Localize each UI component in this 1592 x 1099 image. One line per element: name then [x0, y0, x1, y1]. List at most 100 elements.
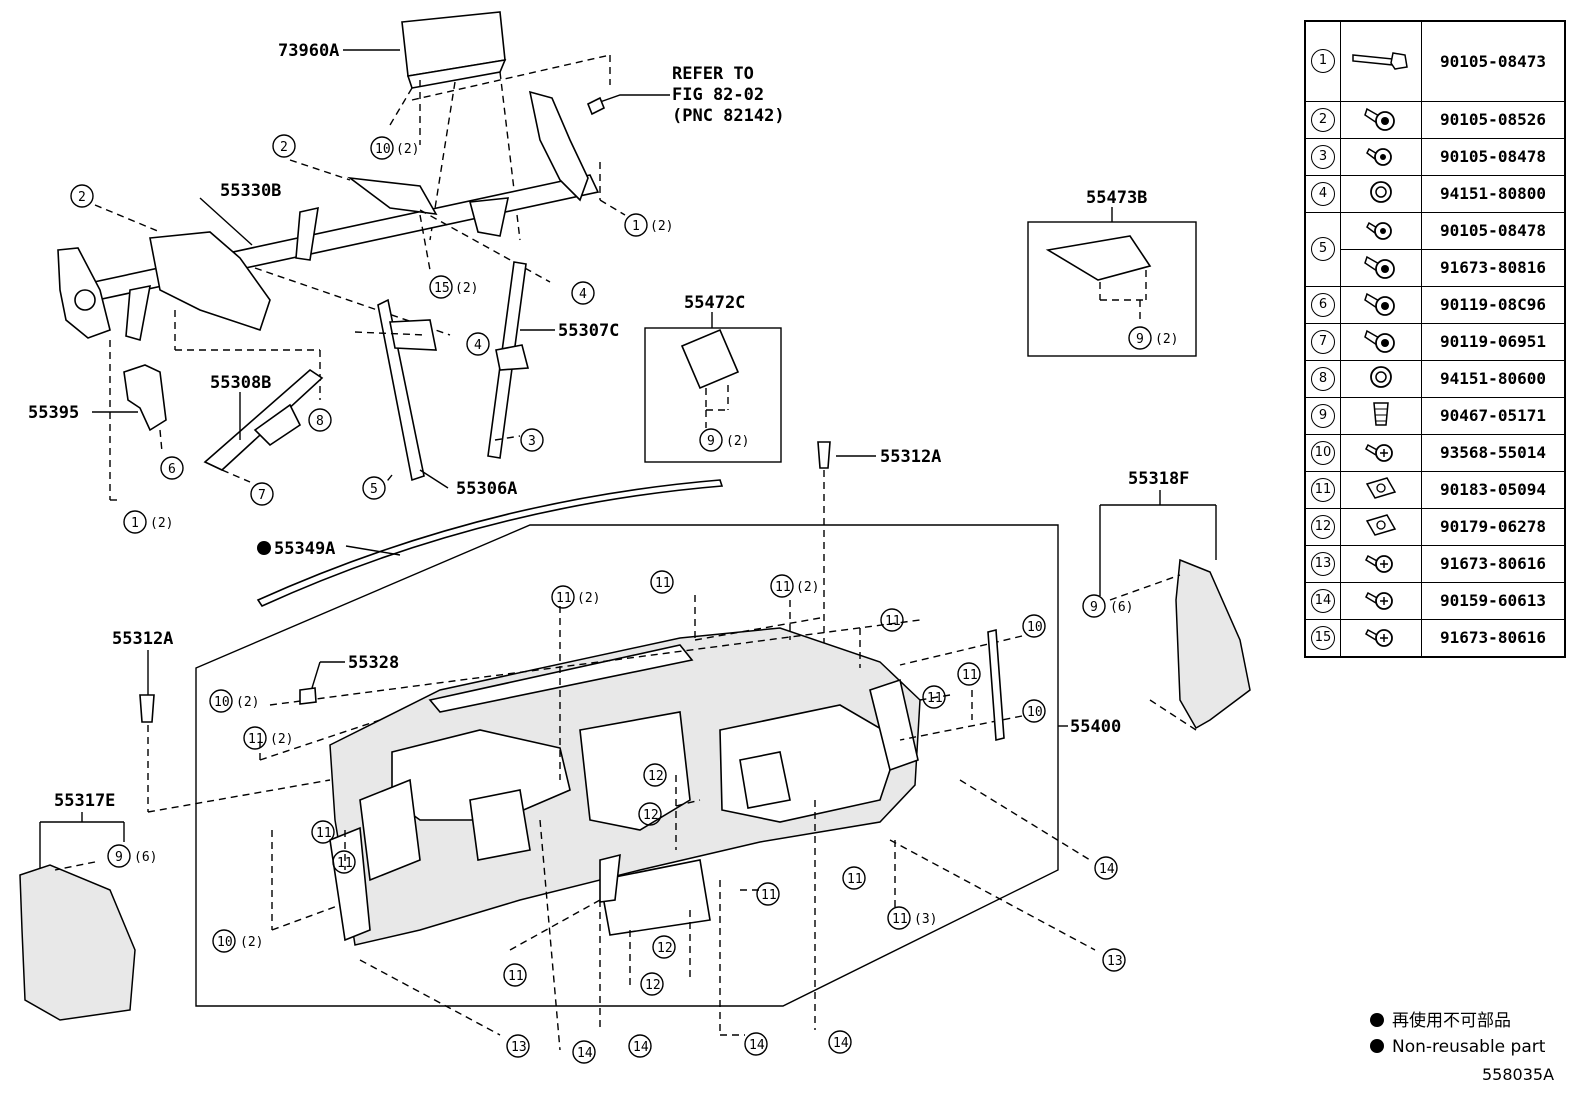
fastener-part-number: 94151-80600 [1421, 359, 1566, 398]
legend-jp: 再使用不可部品 [1370, 1008, 1545, 1034]
side-panel-55317E-part [19, 864, 136, 1021]
bracket-10-right [987, 628, 1005, 742]
svg-text:11: 11 [761, 888, 777, 903]
fastener-number-label: 10 [1311, 440, 1335, 465]
u-nut-icon [1340, 507, 1422, 546]
brace-55306A-part [377, 298, 425, 482]
fastener-number-label: 1 [1311, 49, 1335, 74]
svg-text:10: 10 [217, 935, 233, 950]
svg-text:9: 9 [1090, 600, 1098, 615]
fastener-number-label: 7 [1311, 329, 1335, 354]
fastener-number: 9 [1304, 396, 1341, 435]
svg-text:1: 1 [632, 219, 640, 234]
fastener-number: 10 [1304, 433, 1341, 472]
nut-icon [1340, 174, 1422, 213]
fastener-part-number: 90105-08526 [1421, 100, 1566, 139]
passenger-airbag-part [343, 11, 611, 241]
fastener-part-number: 94151-80800 [1421, 174, 1566, 213]
svg-text:(2): (2) [650, 219, 673, 234]
leader-lines [259, 595, 1096, 1051]
callout-55308B: 55308B [210, 373, 271, 393]
fastener-part-number: 90105-08478 [1421, 137, 1566, 176]
fastener-callouts: 10 (2) 2 2 1 (2) 15 (2) 4 4 8 3 6 7 5 1 … [70, 134, 1178, 1064]
svg-text:12: 12 [645, 978, 661, 993]
fastener-row: 91673-80816 [1305, 248, 1566, 287]
fastener-number: 8 [1304, 359, 1341, 398]
fastener-number-label: 5 [1311, 237, 1335, 261]
svg-text:14: 14 [833, 1036, 849, 1051]
svg-text:11: 11 [775, 580, 791, 595]
legend-jp-text: 再使用不可部品 [1392, 1011, 1511, 1031]
svg-text:4: 4 [474, 338, 482, 353]
legend-en: Non-reusable part [1370, 1034, 1545, 1060]
svg-text:11: 11 [337, 856, 353, 871]
svg-text:(2): (2) [577, 591, 600, 606]
fastener-number-label: 9 [1311, 403, 1335, 428]
svg-text:7: 7 [258, 488, 266, 503]
fastener-number-label: 14 [1311, 588, 1335, 613]
svg-text:(2): (2) [1155, 332, 1178, 347]
brace-55308B-part [203, 368, 324, 471]
svg-text:15: 15 [434, 281, 450, 296]
screw-icon [1340, 618, 1422, 657]
svg-text:11: 11 [847, 872, 863, 887]
fastener-number: 15 [1304, 618, 1341, 657]
short-bolt-icon [1340, 137, 1422, 176]
fastener-number: 12 [1304, 507, 1341, 546]
svg-text:11: 11 [892, 912, 908, 927]
svg-text:2: 2 [78, 190, 86, 205]
callout-55473B: 55473B [1086, 188, 1147, 208]
box-55400 [195, 524, 1059, 1007]
bracket-55395-part [123, 364, 167, 432]
fastener-part-number: 90467-05171 [1421, 396, 1566, 435]
side-panel-55318F-part [1175, 558, 1251, 730]
nut-icon [1340, 359, 1422, 398]
callout-55312A-left: 55312A [112, 629, 173, 649]
figure-code: 558035A [1482, 1065, 1555, 1084]
callout-55472C: 55472C [684, 293, 745, 313]
screw-icon [1340, 433, 1422, 472]
fastener-row: 8 94151-80600 [1304, 359, 1566, 398]
svg-text:9: 9 [707, 434, 715, 449]
fastener-number-label: 15 [1311, 625, 1335, 650]
svg-text:(2): (2) [270, 732, 293, 747]
callout-55307C: 55307C [558, 321, 619, 341]
svg-text:12: 12 [657, 941, 673, 956]
refer-line-2: FIG 82-02 [672, 85, 764, 105]
u-nut-icon [1340, 470, 1422, 509]
svg-text:11: 11 [927, 691, 943, 706]
svg-text:12: 12 [648, 769, 664, 784]
fastener-number-label: 12 [1311, 514, 1335, 539]
svg-text:11: 11 [556, 591, 572, 606]
svg-text:(3): (3) [914, 912, 937, 927]
svg-text:3: 3 [528, 434, 536, 449]
svg-text:5: 5 [370, 482, 378, 497]
refer-line-1: REFER TO [672, 64, 754, 84]
svg-text:4: 4 [579, 287, 587, 302]
instrument-panel-part [329, 627, 921, 946]
svg-text:9: 9 [1136, 332, 1144, 347]
callout-55395: 55395 [28, 403, 79, 423]
fastener-number: 1 [1304, 20, 1341, 102]
fastener-row: 9 90467-05171 [1304, 396, 1566, 435]
svg-text:10: 10 [214, 695, 230, 710]
fastener-number: 6 [1304, 285, 1341, 324]
molding-55349A-part [256, 479, 724, 608]
fastener-row: 3 90105-08478 [1304, 137, 1566, 176]
long-bolt-icon [1340, 20, 1422, 102]
svg-text:(6): (6) [1110, 600, 1133, 615]
svg-text:(2): (2) [796, 580, 819, 595]
svg-text:12: 12 [643, 808, 659, 823]
svg-text:13: 13 [1107, 954, 1123, 969]
callout-55306A: 55306A [456, 479, 517, 499]
fastener-number: 3 [1304, 137, 1341, 176]
fastener-number-label: 3 [1311, 144, 1335, 169]
svg-text:(6): (6) [134, 850, 157, 865]
fastener-part-number: 90105-08473 [1421, 20, 1566, 102]
clip-55328-part [299, 687, 317, 705]
